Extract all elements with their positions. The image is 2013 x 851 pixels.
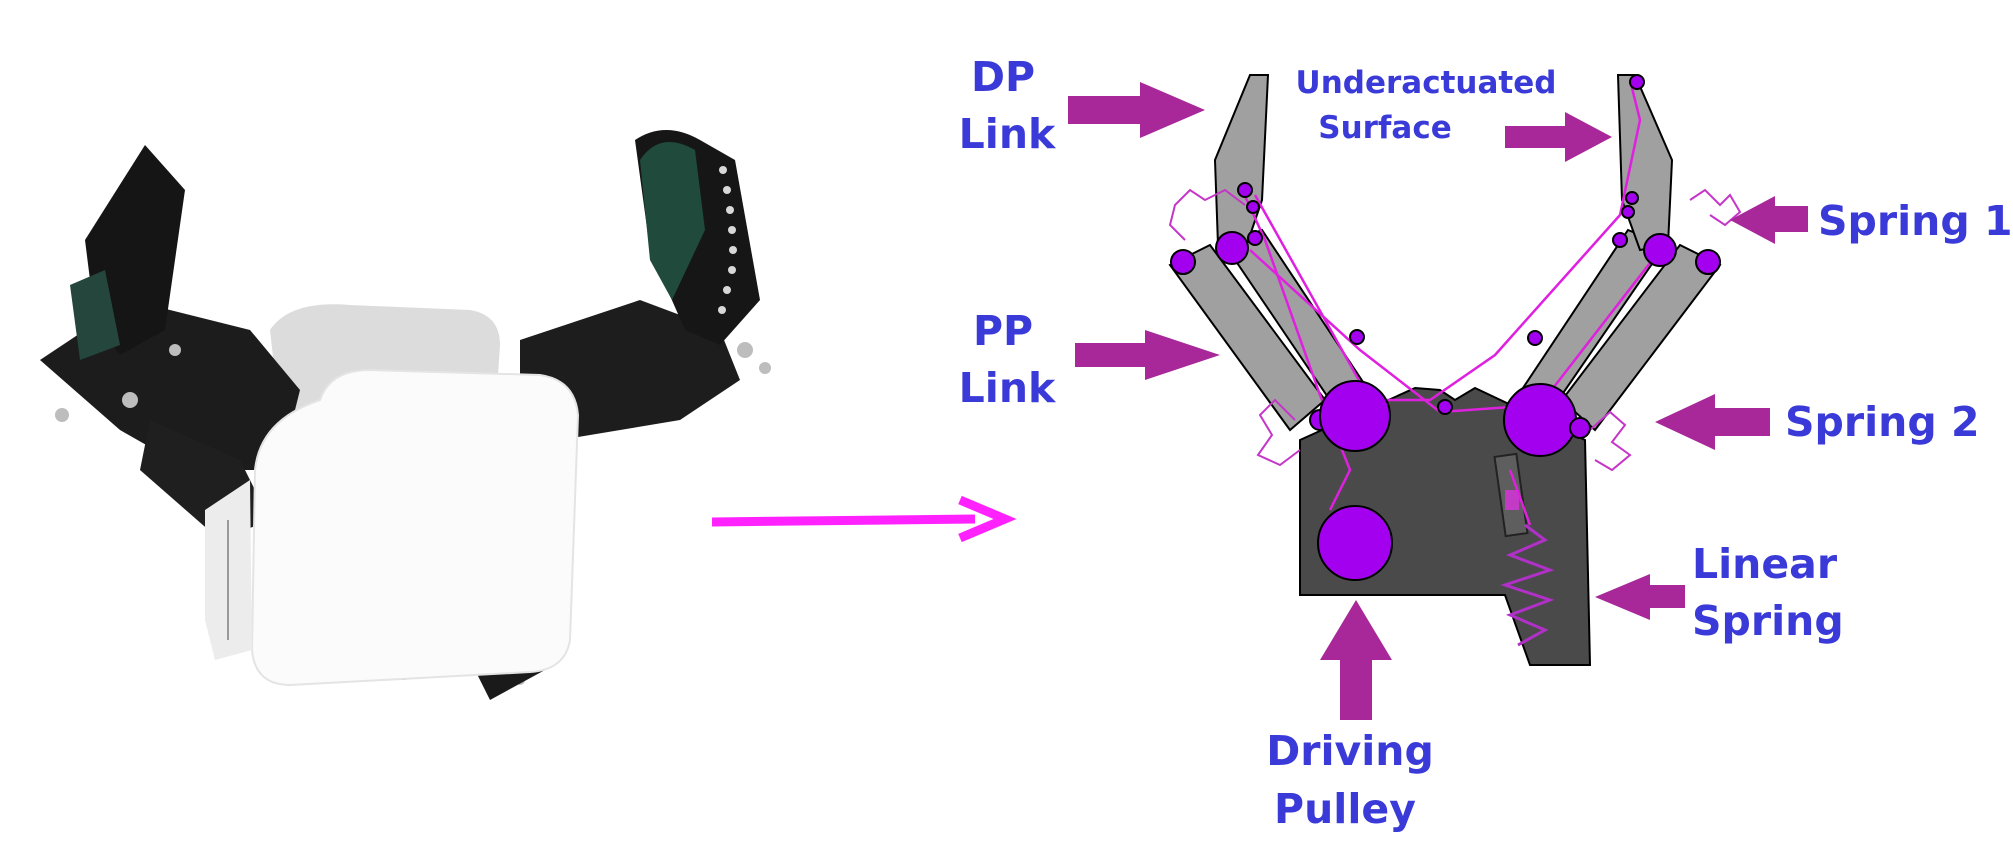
underactuated-label-line2: Surface [1318,110,1452,146]
linear-spring-label-line2: Spring [1692,597,1844,645]
pp-link-arrow [1075,330,1220,380]
underactuated-arrow [1505,112,1612,162]
dp-link-arrow [1068,82,1205,138]
driving-pulley-label-line2: Pulley [1274,785,1416,833]
dp-link-label-line1: DP [971,53,1035,101]
callout-arrows [1068,82,1808,720]
spring2-arrow [1655,394,1770,450]
driving-pulley-label-line1: Driving [1266,727,1434,775]
driving-pulley [1317,505,1393,581]
driving-pulley-upper [1319,380,1391,452]
underactuated-label-line1: Underactuated [1296,65,1557,101]
dp-link-right [1616,74,1674,252]
gripper-photo [40,130,771,700]
dp-link-left [1213,74,1270,252]
transition-arrow [711,495,1017,543]
driving-pulley-arrow [1320,600,1392,720]
dp-link-label-line2: Link [959,110,1057,158]
pp-link-label-line2: Link [959,364,1057,412]
linear-spring-label-line1: Linear [1692,540,1838,588]
pp-link-label-line1: PP [973,307,1033,355]
spring1-arrow [1730,196,1808,244]
linear-spring-coil [1500,523,1555,647]
gripper-schematic [1168,74,1742,666]
spring1-label: Spring 1 [1818,197,2013,245]
linear-spring-arrow [1595,574,1685,620]
spring2-label: Spring 2 [1785,398,1980,446]
